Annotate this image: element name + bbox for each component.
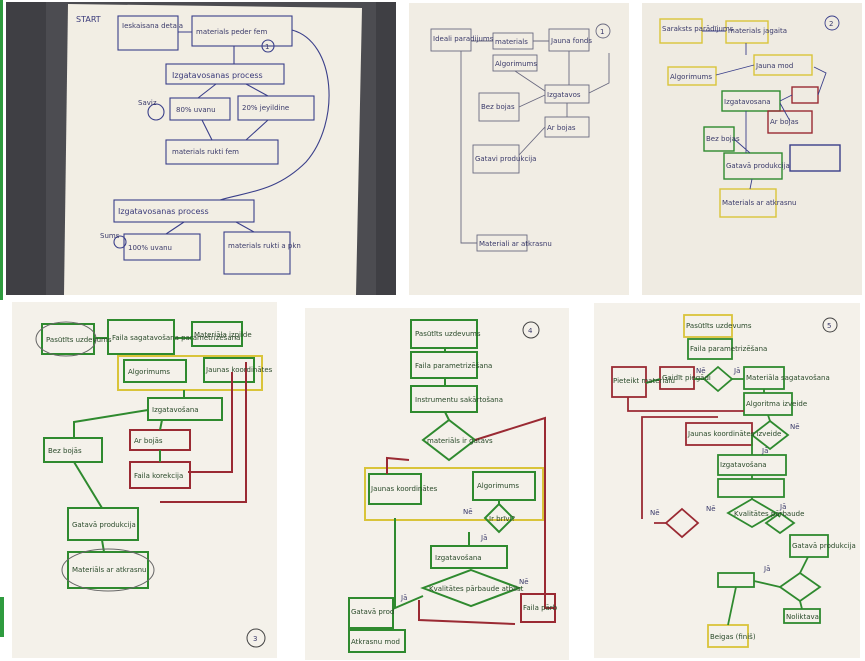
sketch-4-box-text: Ar bojās: [134, 437, 163, 445]
sketch-4-box-text: Faila sagatavošana parametrizēšana: [112, 334, 240, 342]
sketch-3-page-number: 2: [829, 20, 833, 28]
photo-sketch-5: Pasūtīts uzdevums Faila parametrizēšana …: [305, 308, 569, 660]
sketch-5-box-text: Faila pārb: [523, 604, 558, 612]
sketch-6-branch-label: Nē: [790, 423, 800, 431]
photo-sketch-3: Saraksts parādījums materials jagaita Al…: [642, 3, 862, 295]
sketch-5-page-number: 4: [528, 327, 533, 335]
sketch-5-box-text: Atkrasnu mod: [351, 638, 400, 646]
sketch-4-box-text: Bez bojās: [48, 447, 82, 455]
sketch-6-box-text: Faila parametrizēšana: [690, 345, 767, 353]
sketch-1-box-text: 20% jeyildine: [242, 104, 289, 112]
sketch-6-branch-label: Nē: [706, 505, 716, 513]
sketch-5-box-text: Ir brīvi?: [489, 515, 516, 523]
sketch-2-box-text: Ideali paradijums: [433, 35, 494, 43]
sketch-3-box-text: Bez bojas: [706, 135, 740, 143]
sketch-6-box-text: Jaunas koordinātes izveide: [687, 430, 781, 438]
sketch-4-box-text: Materiāls ar atkrasnu: [72, 566, 146, 574]
sketch-5-box-text: Jaunas koordinātes: [370, 485, 438, 493]
sketch-2-box-text: Bez bojas: [481, 103, 515, 111]
sketch-5-box-text: Instrumentu sakārtošana: [415, 396, 503, 404]
sketch-6-box-text: Gaidīt piegādi: [662, 374, 711, 382]
sketch-5-box-text: Izgatavošana: [435, 554, 482, 562]
photo-sketch-1: START Ieskaisana detala materials peder …: [6, 2, 396, 295]
sketch-1-box-text: Ieskaisana detala: [122, 22, 183, 30]
sketch-4-box-text: Jaunas koordinātes: [205, 366, 273, 374]
sketch-6-box-text: Izgatavošana: [720, 461, 767, 469]
sketch-6-branch-label: Jā: [761, 447, 768, 455]
sketch-4-box-text: Izgatavošana: [152, 406, 199, 414]
sketch-2-box-text: Materiali ar atkrasnu: [479, 240, 552, 248]
sketch-6-drawing: Pasūtīts uzdevums Faila parametrizēšana …: [594, 303, 860, 658]
sketch-3-box-text: Gatavā produkcija: [726, 162, 790, 170]
sketch-2-drawing: Ideali paradijums materials Jauna fonds …: [409, 3, 629, 295]
photo-sketch-4: Pasūtīts uzdevums Faila sagatavošana par…: [12, 302, 277, 658]
sketch-5-box-text: Kvalitātes pārbaude atbilst: [429, 585, 524, 593]
left-edge-bar: [0, 597, 4, 637]
sketch-4-box-text: Faila korekcija: [134, 472, 183, 480]
sketch-4-box-text: Gatavā produkcija: [72, 521, 136, 529]
sketch-3-box-text: materials jagaita: [728, 27, 787, 35]
sketch-2-box-text: Algorimums: [495, 60, 537, 68]
sketch-4-drawing: Pasūtīts uzdevums Faila sagatavošana par…: [12, 302, 277, 658]
sketch-4-page-number: 3: [253, 635, 257, 643]
sketch-1-box-text: 80% uvanu: [176, 106, 216, 114]
sketch-3-box-text: Algorimums: [670, 73, 712, 81]
sketch-3-box-text: Ar bojas: [770, 118, 799, 126]
sketch-1-drawing: START Ieskaisana detala materials peder …: [6, 2, 396, 295]
sketch-3-box-text: Jauna mod: [755, 62, 793, 70]
sketch-2-box-text: Izgatavos: [547, 91, 581, 99]
sketch-3-box-text: Saraksts parādījums: [662, 25, 734, 33]
sketch-5-box-text: Gatavā prod: [351, 608, 394, 616]
sketch-6-box-text: Beigas (finiš): [710, 633, 756, 641]
sketch-6-branch-label: Jā: [779, 503, 786, 511]
sketch-5-box-text: materiāls ir gatavs: [427, 437, 493, 445]
sketch-5-box-text: Algorimums: [477, 482, 519, 490]
sketch-3-drawing: Saraksts parādījums materials jagaita Al…: [642, 3, 862, 295]
sketch-6-box-text: Materiāla sagatavošana: [746, 374, 830, 382]
sketch-5-branch-label: Jā: [400, 594, 407, 602]
sketch-1-box-text: Izgatavosanas process: [172, 71, 263, 80]
sketch-1-page-number: 1: [265, 43, 269, 51]
sketch-2-box-text: materials: [495, 38, 528, 46]
sketch-4-box-text: Algorimums: [128, 368, 170, 376]
sketch-3-box-text: Izgatavosana: [724, 98, 771, 106]
sketch-6-box-text: Pasūtīts uzdevums: [686, 322, 752, 330]
sketch-6-box-text: Kvalitātes pārbaude: [734, 510, 804, 518]
sketch-6-box-text: Pieteikt materiālu: [613, 377, 675, 385]
sketch-2-box-text: Gatavi produkcija: [475, 155, 536, 163]
sketch-5-box-text: Pasūtīts uzdevums: [415, 330, 481, 338]
sketch-5-branch-label: Jā: [480, 534, 487, 542]
left-edge-bar: [0, 0, 3, 300]
sketch-1-box-text: 100% uvanu: [128, 244, 172, 252]
sketch-1-box-text: materials rukti a pkn: [228, 242, 301, 250]
sketch-3-box-text: Materials ar atkrasnu: [722, 199, 796, 207]
sketch-5-branch-label: Nē: [463, 508, 473, 516]
sketch-6-box-text: Gatavā produkcija: [792, 542, 856, 550]
sketch-5-box-text: Faila parametrizēšana: [415, 362, 492, 370]
sketch-6-box-text: Noliktava: [786, 613, 819, 621]
sketch-1-note: Sums: [100, 232, 120, 240]
sketch-1-note: Saviz: [138, 99, 157, 107]
sketch-6-page-number: 5: [827, 322, 831, 330]
photo-sketch-2: Ideali paradijums materials Jauna fonds …: [409, 3, 629, 295]
sketch-1-box-text: materials rukti fem: [172, 148, 239, 156]
sketch-5-branch-label: Nē: [519, 578, 529, 586]
sketch-6-branch-label: Nē: [650, 509, 660, 517]
photo-sketch-6: Pasūtīts uzdevums Faila parametrizēšana …: [594, 303, 860, 658]
sketch-6-branch-label: Nē: [696, 367, 706, 375]
sketch-6-branch-label: Jā: [733, 367, 740, 375]
sketch-1-start-label: START: [76, 15, 101, 24]
sketch-6-box-text: Algoritma izveide: [746, 400, 807, 408]
sketch-5-drawing: Pasūtīts uzdevums Faila parametrizēšana …: [305, 308, 569, 660]
sketch-6-branch-label: Jā: [763, 565, 770, 573]
sketch-4-box-text: Pasūtīts uzdevums: [46, 336, 112, 344]
sketch-1-box-text: materials peder fem: [196, 28, 267, 36]
sketch-2-box-text: Ar bojas: [547, 124, 576, 132]
sketch-2-box-text: Jauna fonds: [550, 37, 592, 45]
sketch-4-box-text: Materiāla izpilde: [194, 331, 252, 339]
sketch-1-box-text: Izgatavosanas process: [118, 207, 209, 216]
sketch-2-page-number: 1: [600, 28, 604, 36]
